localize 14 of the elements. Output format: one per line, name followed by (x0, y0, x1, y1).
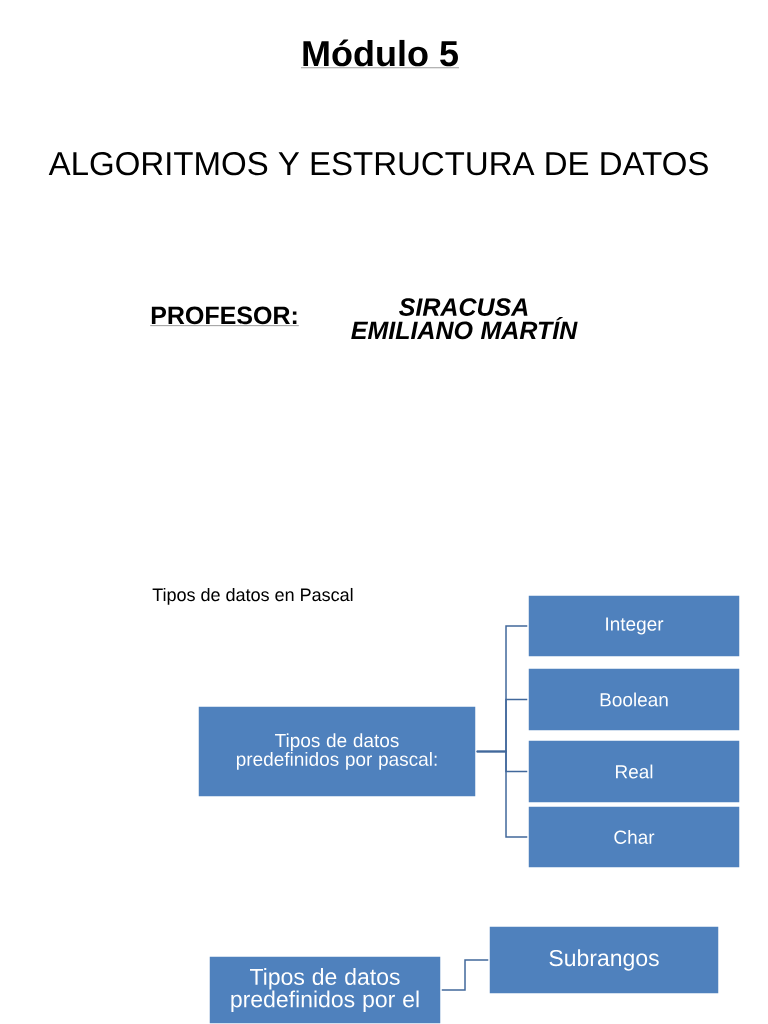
name-text: SIRACUSA EMILIANO MARTÍN (351, 298, 578, 340)
bracket-connector (476, 750, 528, 838)
category-box: Char (527, 805, 741, 869)
category-box: Tipos de datos predefinidos por el (208, 955, 442, 1024)
bracket-connector (441, 959, 489, 991)
category-box: Integer (527, 594, 741, 658)
category-box: Tipos de datos predefinidos por pascal: (197, 705, 477, 798)
category-box: Subrangos (488, 925, 720, 995)
label: PROFESOR: (150, 306, 299, 326)
title: Módulo 5 (300, 39, 460, 68)
heading: ALGORITMOS Y ESTRUCTURA DE DATOS (48, 151, 708, 176)
category-box: Boolean (527, 667, 741, 732)
category-box: Real (527, 739, 741, 804)
subtitle: Tipos de datos en Pascal (152, 587, 353, 605)
